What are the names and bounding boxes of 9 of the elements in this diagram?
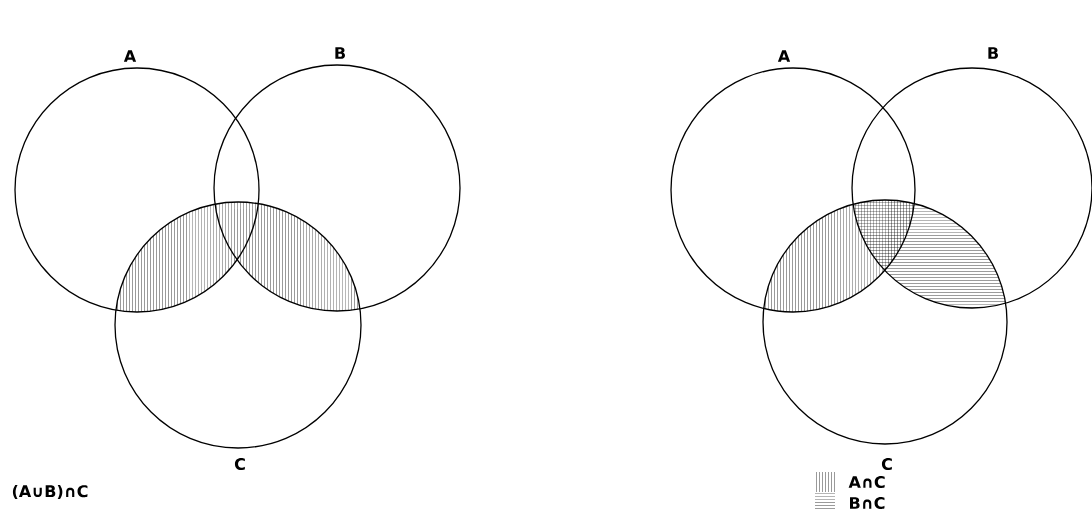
set-label: C bbox=[881, 457, 892, 471]
set-label: B bbox=[335, 47, 345, 59]
set-label: C bbox=[234, 457, 245, 471]
legend-text: B∩C bbox=[850, 496, 885, 509]
set-label: A bbox=[777, 50, 791, 62]
legend-text: A∩C bbox=[848, 475, 885, 489]
set-label: A bbox=[123, 50, 137, 62]
formula-caption: (A∪B)∩C bbox=[12, 484, 88, 500]
set-label: B bbox=[988, 47, 998, 59]
